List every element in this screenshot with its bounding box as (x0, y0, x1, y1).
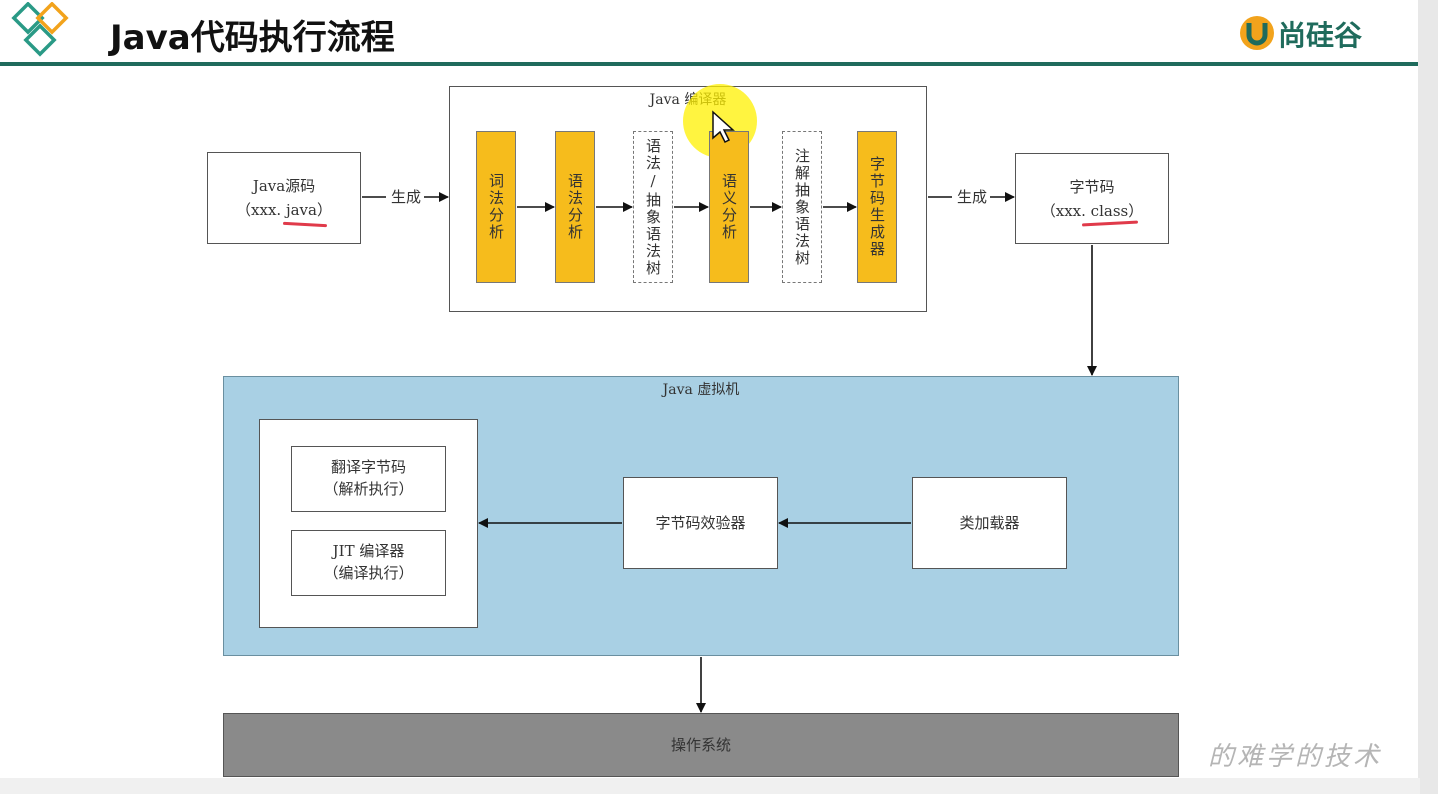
header-rule (0, 62, 1420, 66)
java-source-box: Java源码 （xxx. java） (207, 152, 361, 244)
jit-compiler-box: JIT 编译器 （编译执行） (291, 530, 446, 596)
stage-label: 字节码生成器 (868, 156, 886, 258)
stage-syntax-tree: 语法/抽象语法树 (633, 131, 673, 283)
operating-system-box: 操作系统 (223, 713, 1179, 777)
stage-label: 注解抽象语法树 (793, 147, 811, 267)
window-right-edge (1418, 0, 1438, 794)
brand-logo-icon (1240, 16, 1274, 50)
watermark-text: 的难学的技术 (1208, 742, 1383, 772)
stage-label: 语法分析 (566, 173, 584, 241)
generate-label-right: 生成 (956, 188, 987, 206)
stage-annotated-tree: 注解抽象语法树 (782, 131, 822, 283)
slide-header (0, 0, 1420, 66)
page-title: Java代码执行流程 (110, 18, 395, 58)
stage-label: 语义分析 (720, 173, 738, 241)
generate-label-left: 生成 (390, 188, 421, 206)
interpreter-box: 翻译字节码 （解析执行） (291, 446, 446, 512)
java-source-label: Java源码 (252, 177, 316, 195)
stage-bytecode-generator: 字节码生成器 (857, 131, 897, 283)
stage-syntax: 语法分析 (555, 131, 595, 283)
stage-label: 语法/抽象语法树 (644, 137, 662, 277)
stage-semantic: 语义分析 (709, 131, 749, 283)
java-source-file: （xxx. java） (236, 201, 332, 219)
bytecode-box: 字节码 （xxx. class） (1015, 153, 1169, 244)
bytecode-file: （xxx. class） (1040, 202, 1144, 220)
brand-name: 尚硅谷 (1278, 19, 1363, 52)
bytecode-label: 字节码 (1069, 178, 1115, 196)
class-loader-box: 类加载器 (912, 477, 1067, 569)
jvm-title: Java 虚拟机 (662, 382, 740, 398)
stage-label: 词法分析 (487, 173, 505, 241)
mouse-cursor-icon (712, 110, 735, 144)
stage-lexical: 词法分析 (476, 131, 516, 283)
window-bottom-edge (0, 778, 1420, 794)
diamond-logo-icon (11, 2, 69, 57)
bytecode-verifier-box: 字节码效验器 (623, 477, 778, 569)
